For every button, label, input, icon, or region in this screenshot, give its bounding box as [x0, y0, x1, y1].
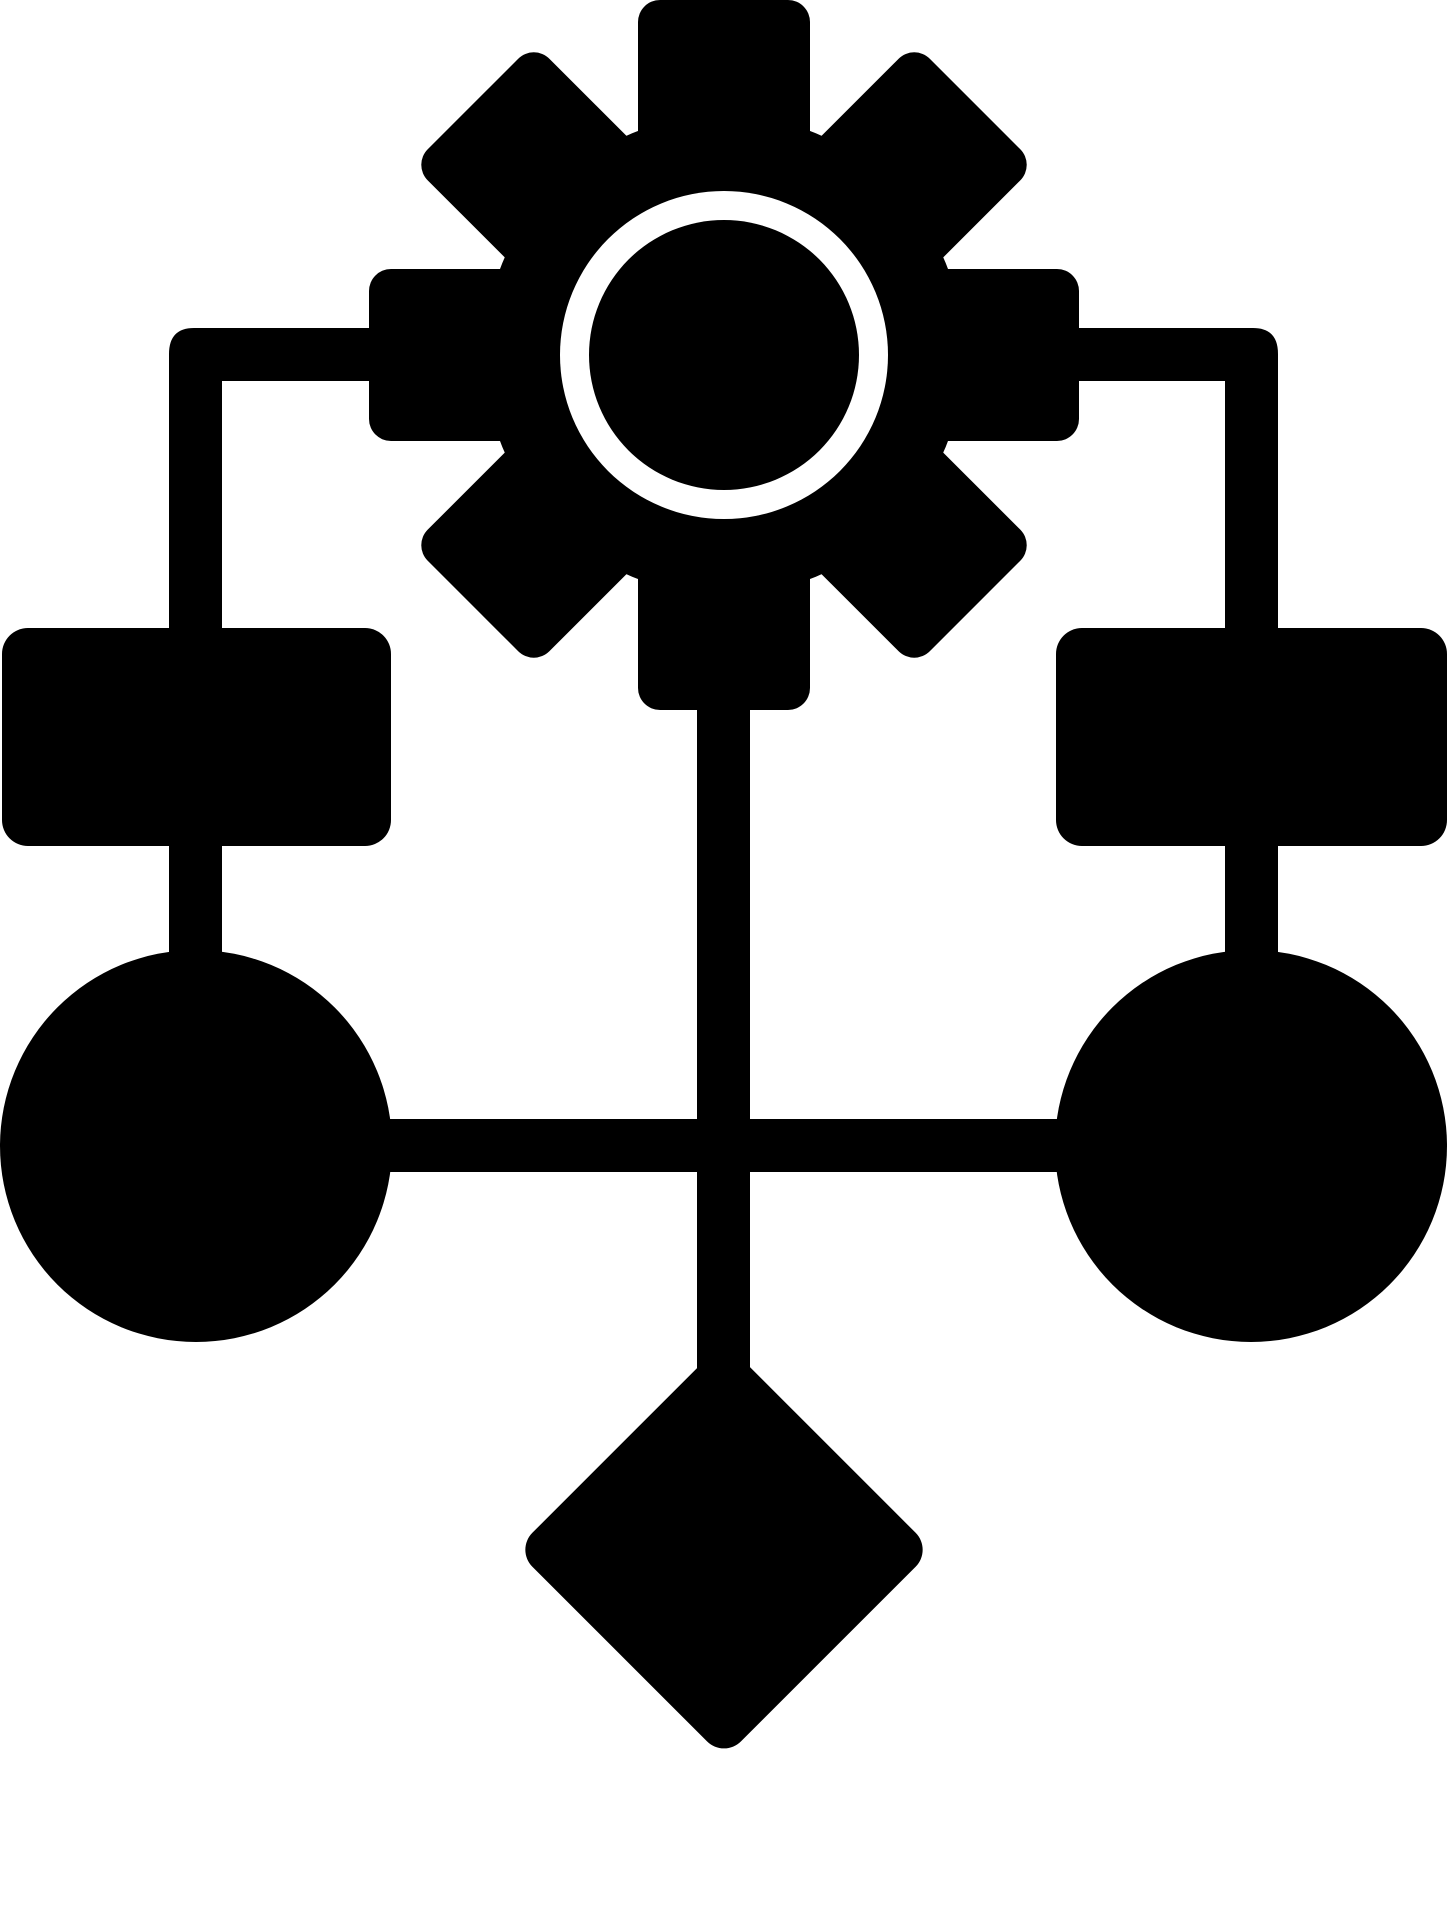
connector-horizontal-bus	[370, 1119, 1078, 1172]
gear-icon	[369, 0, 1079, 710]
gear-tooth	[879, 269, 1079, 441]
gear-tooth	[638, 510, 810, 710]
process-box-left	[2, 628, 391, 846]
gear-tooth	[369, 269, 569, 441]
decision-diamond	[525, 1351, 923, 1749]
gear-tooth	[421, 412, 667, 658]
gear-tooth	[421, 52, 667, 298]
gear-hub	[589, 220, 859, 490]
gear-tooth	[781, 412, 1027, 658]
terminal-node-left	[0, 950, 392, 1342]
connector-center-trunk	[697, 690, 750, 1417]
gear-tooth	[638, 0, 810, 200]
terminal-node-right	[1055, 950, 1447, 1342]
process-box-right	[1056, 628, 1447, 846]
gear-tooth	[781, 52, 1027, 298]
